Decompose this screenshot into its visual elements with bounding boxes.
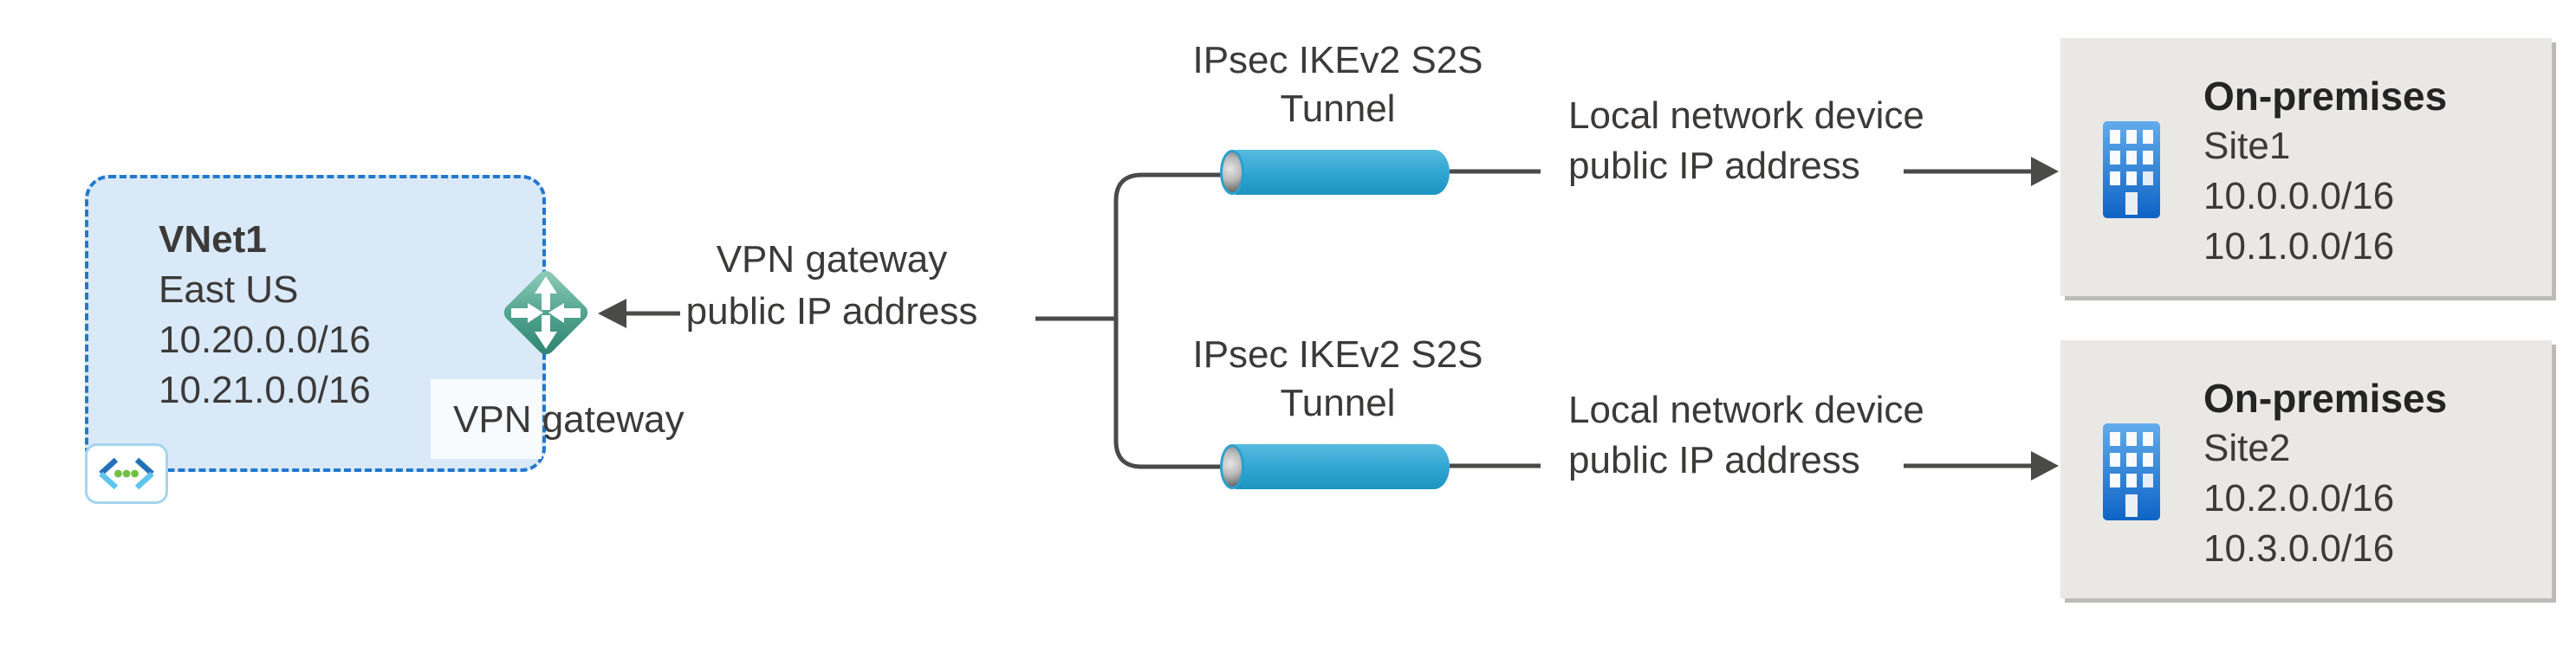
device2-public-ip-label: Local network device public IP address <box>1568 385 1924 486</box>
tunnel-pipe-opening <box>1220 444 1244 489</box>
vpn-gateway-label: VPN gateway <box>453 398 685 441</box>
vpn-gateway-public-ip-line1: VPN gateway <box>716 238 948 281</box>
site1-prefix: 10.1.0.0/16 <box>2203 225 2395 268</box>
vnet-region: East US <box>159 268 299 311</box>
vpn-gateway-public-ip-label: VPN gateway public IP address <box>650 234 1014 338</box>
vnet-prefix: 10.21.0.0/16 <box>159 369 371 411</box>
tunnel-pipe-icon <box>1220 150 1450 195</box>
tunnel-pipe-icon <box>1220 444 1450 489</box>
tunnel2-label-line2: Tunnel <box>1280 382 1396 424</box>
vpn-gateway-icon-arrows <box>511 276 581 349</box>
virtual-network-icon <box>85 443 168 504</box>
tunnel2-label-line1: IPsec IKEv2 S2S <box>1192 333 1483 376</box>
vnet-prefix: 10.20.0.0/16 <box>159 319 371 361</box>
building-icon <box>2103 423 2160 520</box>
tunnel1-label-line2: Tunnel <box>1280 87 1396 130</box>
tunnel1-label: IPsec IKEv2 S2S Tunnel <box>1156 36 1520 133</box>
site1-info: On-premises Site1 10.0.0.0/16 10.1.0.0/1… <box>2203 71 2447 272</box>
vpn-gateway-label-background <box>431 379 542 459</box>
tunnel1-label-line1: IPsec IKEv2 S2S <box>1192 39 1483 81</box>
site2-prefix: 10.2.0.0/16 <box>2203 477 2395 520</box>
tunnel-pipe-body <box>1222 150 1450 195</box>
vnet-info: VNet1 East US 10.20.0.0/16 10.21.0.0/16 <box>159 215 371 416</box>
building-icon <box>2103 121 2160 218</box>
site1-box: On-premises Site1 10.0.0.0/16 10.1.0.0/1… <box>2060 38 2552 296</box>
arrowhead-to-gateway <box>598 299 626 328</box>
site2-name: Site2 <box>2203 427 2291 469</box>
arrowhead-to-site2 <box>2031 451 2059 481</box>
vpn-gateway-public-ip-line2: public IP address <box>685 290 978 332</box>
tunnel-pipe-opening <box>1220 150 1244 195</box>
site2-title: On-premises <box>2203 376 2448 421</box>
site1-name: Site1 <box>2203 125 2291 167</box>
site2-prefix: 10.3.0.0/16 <box>2203 527 2395 570</box>
site1-title: On-premises <box>2203 74 2448 119</box>
device1-label-line2: public IP address <box>1568 145 1860 187</box>
device1-public-ip-label: Local network device public IP address <box>1568 91 1924 191</box>
device1-label-line1: Local network device <box>1568 94 1924 137</box>
site1-prefix: 10.0.0.0/16 <box>2203 175 2395 217</box>
device2-label-line1: Local network device <box>1568 389 1924 431</box>
site2-info: On-premises Site2 10.2.0.0/16 10.3.0.0/1… <box>2203 373 2447 574</box>
vnet-name: VNet1 <box>159 218 267 261</box>
arrowhead-to-site1 <box>2031 157 2059 186</box>
tunnel-pipe-body <box>1222 444 1450 489</box>
site2-box: On-premises Site2 10.2.0.0/16 10.3.0.0/1… <box>2060 340 2552 598</box>
device2-label-line2: public IP address <box>1568 439 1860 481</box>
tunnel2-label: IPsec IKEv2 S2S Tunnel <box>1156 331 1520 428</box>
